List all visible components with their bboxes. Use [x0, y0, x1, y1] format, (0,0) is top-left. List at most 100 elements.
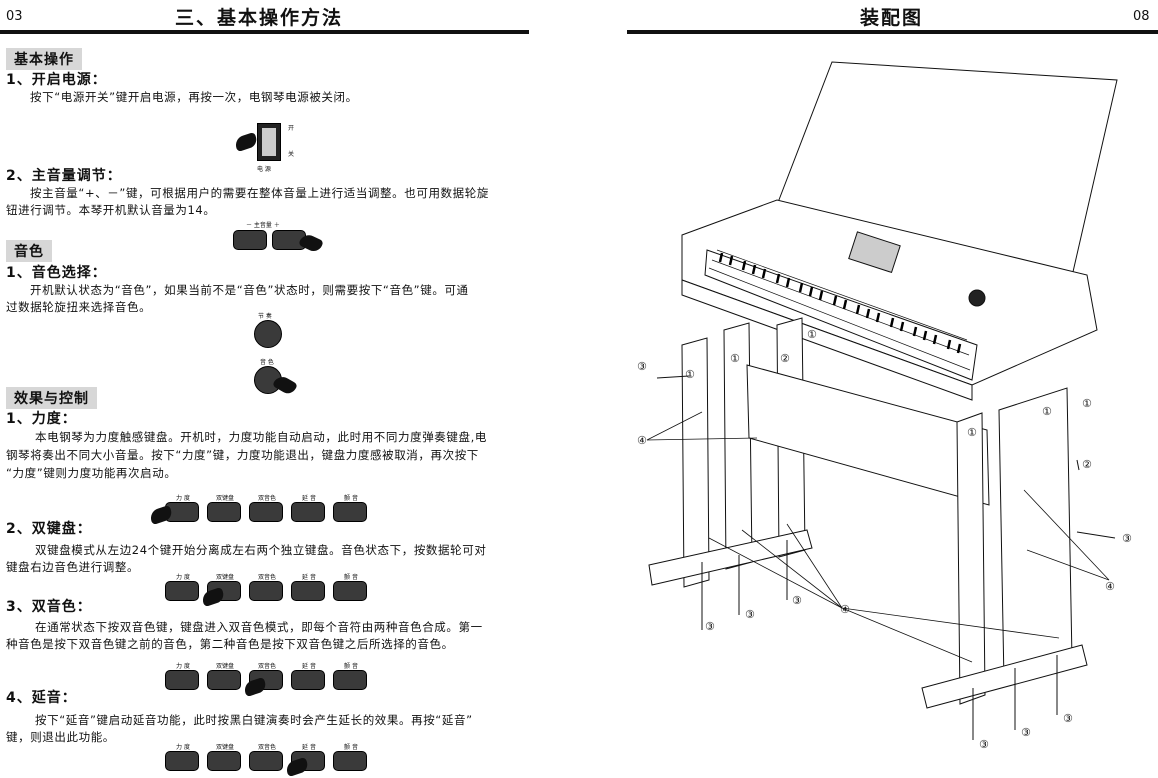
dual-keyboard-heading: 2、双键盘：: [6, 521, 92, 537]
button-row-dual-keyboard: 力 度 双键盘 双音色 延 音 颤 音: [165, 572, 375, 602]
button-icon: [333, 581, 367, 601]
section-effects: 效果与控制: [6, 387, 97, 409]
button-label: 双键盘: [215, 574, 234, 581]
touch-text-2: 钢琴将奏出不同大小音量。按下“力度”键，力度功能退出，键盘力度感被取消，再次按下: [6, 448, 479, 462]
callout-1: ①: [807, 328, 817, 341]
button-icon: [333, 751, 367, 771]
button-label: 延 音: [302, 663, 316, 670]
sustain-text-1: 按下“延音”键启动延音功能，此时按黑白键演奏时会产生延长的效果。再按“延音”: [35, 713, 473, 727]
button-icon: [165, 751, 199, 771]
callout-1: ①: [730, 352, 740, 365]
power-off-label: 关: [288, 151, 295, 158]
bolts: [656, 375, 1116, 740]
page-number-left: 03: [6, 9, 23, 24]
dual-voice-text-2: 种音色是按下双音色键之前的音色，第二种音色是按下双音色键之后所选择的音色。: [6, 637, 454, 651]
button-row-dual-voice: 力 度 双键盘 双音色 延 音 颤 音: [165, 661, 375, 691]
back-panel: [746, 364, 990, 506]
button-label: 颤 音: [344, 663, 358, 670]
touch-text-1: 本电钢琴为力度触感键盘。开机时，力度功能自动启动，此时用不同力度弹奏键盘,电: [35, 430, 487, 444]
button-label: 双音色: [257, 574, 276, 581]
header-rule-right: [627, 30, 1158, 34]
volume-label: － 主音量 ＋: [246, 222, 280, 229]
button-label: 颤 音: [344, 744, 358, 751]
volume-down-button-icon: [233, 230, 267, 250]
rhythm-button-icon: [254, 320, 282, 348]
power-heading: 1、开启电源：: [6, 72, 107, 88]
assembly-diagram: ③ ④ ① ② ① ① ① ① ① ② ③ ④ ④ ③ ③ ③ ③ ③ ③: [637, 61, 1132, 751]
button-label: 双键盘: [215, 495, 234, 502]
lcd-display: [848, 231, 901, 274]
button-icon: [249, 581, 283, 601]
section-basic-operation: 基本操作: [6, 48, 82, 70]
button-row-sustain: 力 度 双键盘 双音色 延 音 颤 音: [165, 742, 375, 772]
callout-3: ③: [1122, 532, 1132, 545]
dual-voice-text-1: 在通常状态下按双音色键，键盘进入双音色模式，即每个音符由两种音色合成。第一: [35, 620, 483, 634]
callout-3: ③: [745, 608, 755, 621]
button-icon: [291, 581, 325, 601]
button-icon: [333, 502, 367, 522]
button-icon: [291, 502, 325, 522]
callout-1: ①: [1042, 405, 1052, 418]
piano-body: [681, 199, 1098, 401]
power-switch-icon: [257, 123, 281, 161]
button-icon: [165, 581, 199, 601]
sustain-heading: 4、延音：: [6, 690, 77, 706]
volume-heading: 2、主音量调节：: [6, 168, 122, 184]
section-voice: 音色: [6, 240, 52, 262]
left-foot: [648, 529, 813, 586]
callout-3: ③: [1063, 712, 1073, 725]
leader-lines: [646, 411, 1110, 663]
sustain-text-2: 键，则退出此功能。: [6, 730, 115, 744]
callout-3: ③: [637, 360, 647, 373]
button-row-touch: 力 度 双键盘 双音色 延 音 颤 音: [165, 493, 375, 523]
callout-4: ④: [637, 434, 647, 447]
power-label: 电 源: [257, 166, 271, 173]
callout-3: ③: [792, 594, 802, 607]
dual-keyboard-text-2: 键盘右边音色进行调整。: [6, 560, 140, 574]
button-label: 双音色: [257, 744, 276, 751]
button-icon: [249, 502, 283, 522]
touch-text-3: “力度”键则力度功能再次启动。: [6, 466, 177, 480]
voice-label: 音 色: [260, 359, 274, 366]
voice-select-text-1: 开机默认状态为“音色”，如果当前不是“音色”状态时，则需要按下“音色”键。可通: [30, 283, 469, 297]
hand-icon: [233, 131, 259, 153]
button-label: 力 度: [176, 744, 190, 751]
callout-3: ③: [705, 620, 715, 633]
dual-voice-heading: 3、双音色：: [6, 599, 92, 615]
voice-select-heading: 1、音色选择：: [6, 265, 107, 281]
data-wheel-icon: [968, 289, 986, 307]
button-label: 双键盘: [215, 744, 234, 751]
button-icon: [249, 751, 283, 771]
button-icon: [207, 670, 241, 690]
button-label: 双键盘: [215, 663, 234, 670]
button-label: 延 音: [302, 495, 316, 502]
page-title-right: 装配图: [860, 7, 924, 29]
button-label: 延 音: [302, 744, 316, 751]
touch-heading: 1、力度：: [6, 411, 77, 427]
button-label: 颤 音: [344, 574, 358, 581]
button-label: 双音色: [257, 495, 276, 502]
button-icon: [333, 670, 367, 690]
button-label: 延 音: [302, 574, 316, 581]
button-label: 力 度: [176, 574, 190, 581]
button-icon: [165, 670, 199, 690]
dual-keyboard-text-1: 双键盘模式从左边24个键开始分离成左右两个独立键盘。音色状态下，按数据轮可对: [35, 543, 487, 557]
callout-2: ②: [780, 352, 790, 365]
rhythm-label: 节 奏: [258, 313, 272, 320]
callout-1: ①: [967, 426, 977, 439]
callout-1: ①: [1082, 397, 1092, 410]
power-switch-illustration: 开 关 电 源: [233, 117, 313, 177]
volume-text-2: 钮进行调节。本琴开机默认音量为14。: [6, 203, 216, 217]
volume-text-1: 按主音量“+、－”键，可根据用户的需要在整体音量上进行适当调整。也可用数据轮旋: [30, 186, 489, 200]
callout-3: ③: [979, 738, 989, 751]
page-title-left: 三、基本操作方法: [175, 7, 344, 29]
callout-2: ②: [1082, 458, 1092, 471]
button-label: 力 度: [176, 495, 190, 502]
voice-select-text-2: 过数据轮旋扭来选择音色。: [6, 300, 152, 314]
button-label: 双音色: [257, 663, 276, 670]
callout-1: ①: [685, 368, 695, 381]
right-foot: [921, 644, 1088, 709]
header-rule-left: [0, 30, 529, 34]
button-icon: [291, 670, 325, 690]
button-label: 颤 音: [344, 495, 358, 502]
